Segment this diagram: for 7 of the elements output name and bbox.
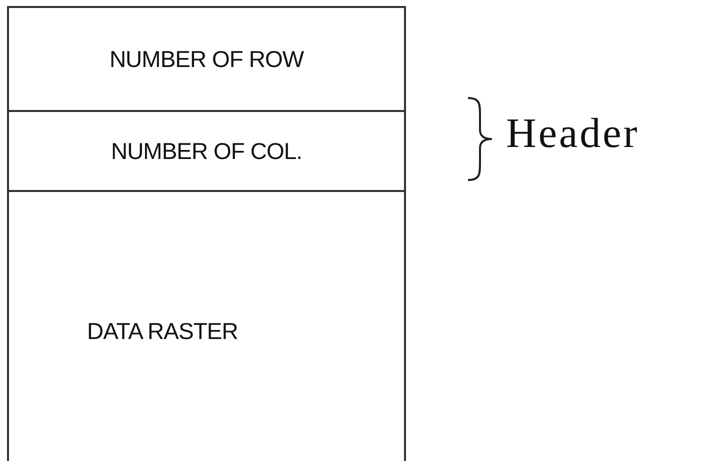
record-field-box xyxy=(7,110,406,190)
field-name: NUMBER OF ROW xyxy=(109,44,304,74)
header-label: Header xyxy=(506,113,640,155)
record-field-box xyxy=(7,6,406,110)
field-name: DATA RASTER xyxy=(87,316,238,346)
field-name: NUMBER OF COL. xyxy=(110,136,302,166)
record-field-box xyxy=(7,190,406,461)
